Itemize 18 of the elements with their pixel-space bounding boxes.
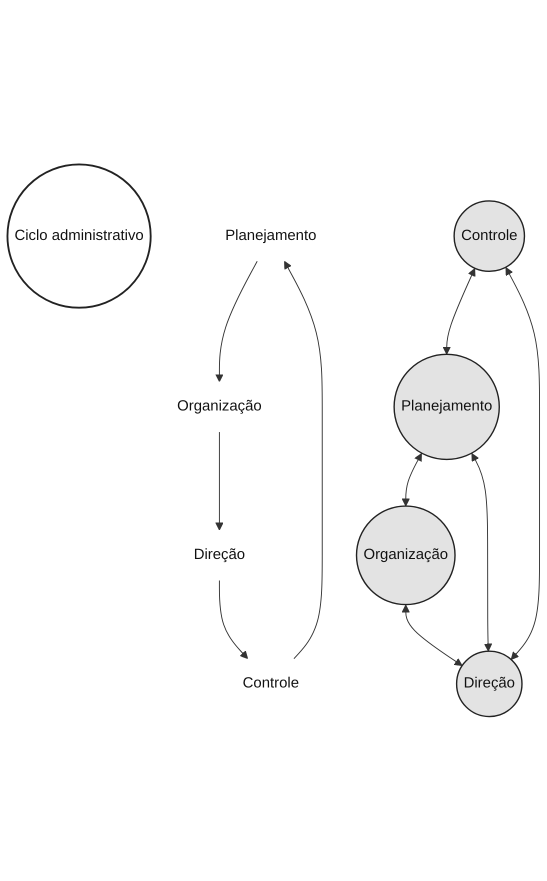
arrow xyxy=(218,580,248,660)
node-text: Direção xyxy=(194,546,246,563)
node-text: Controle xyxy=(242,675,299,692)
arrow xyxy=(506,267,540,660)
arrow xyxy=(471,453,492,652)
arrow xyxy=(402,604,463,666)
node-text: Planejamento xyxy=(225,228,316,244)
node-circle: Planejamento xyxy=(393,354,500,460)
node-circle: Organização xyxy=(356,505,456,606)
node-circle: Ciclo administrativo xyxy=(6,164,152,309)
arrow xyxy=(284,260,323,660)
arrow xyxy=(215,432,224,531)
arrow xyxy=(402,453,422,506)
node-circle: Direção xyxy=(456,650,523,718)
arrow xyxy=(442,268,476,355)
node-text: Organização xyxy=(177,398,262,414)
node-circle: Controle xyxy=(453,200,526,272)
arrow xyxy=(215,260,258,382)
